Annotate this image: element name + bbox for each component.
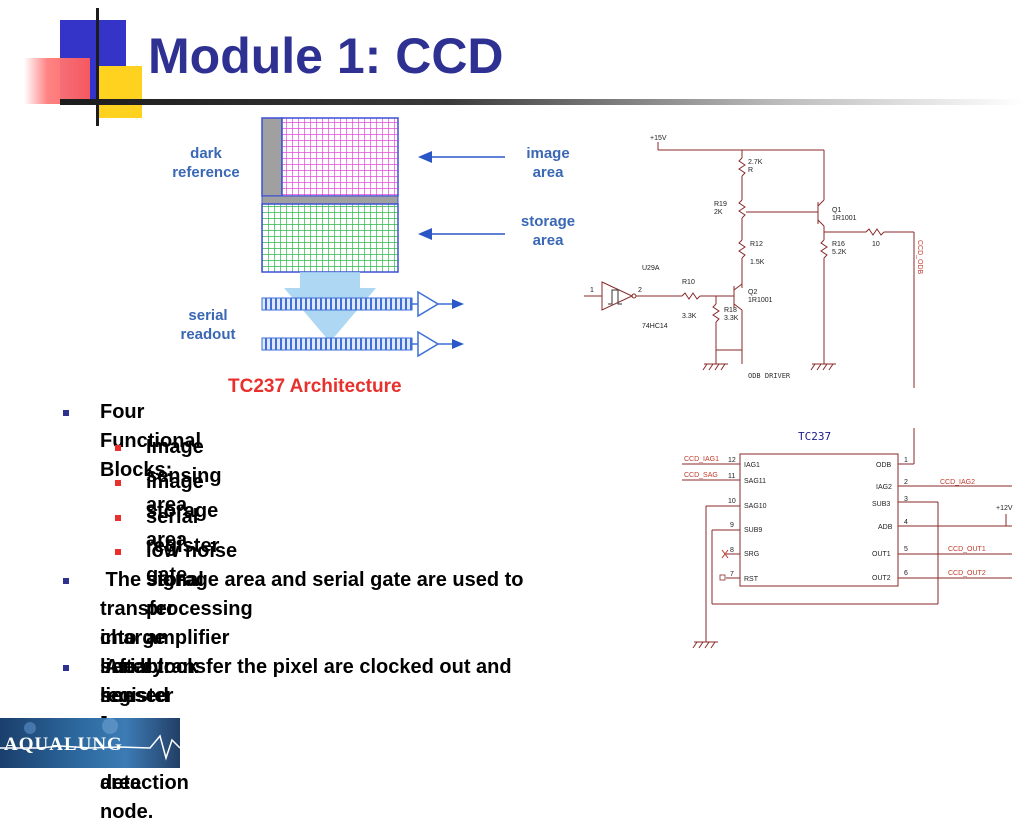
storage-area-label: storage area: [520, 213, 576, 249]
svg-text:4: 4: [904, 519, 908, 526]
sub-bullet-marker: [115, 445, 121, 451]
sub-bullet-4: low noise signal processing amplifier bl…: [146, 540, 253, 678]
bullet-storage-line-1: The storage area and serial gate are use…: [100, 569, 524, 591]
sub-bullet-marker: [115, 549, 121, 555]
serial-register-2: [261, 337, 413, 351]
svg-text:5: 5: [904, 546, 908, 553]
svg-text:Q2: Q2: [748, 289, 757, 296]
svg-text:CCD_ODB: CCD_ODB: [916, 240, 923, 275]
svg-text:CCD_IAG2: CCD_IAG2: [940, 479, 975, 486]
serial-readout-label: serial readout: [180, 307, 236, 343]
svg-text:CCD_OUT2: CCD_OUT2: [948, 570, 986, 577]
dark-reference-strip: [261, 117, 283, 197]
svg-text:1: 1: [590, 287, 594, 294]
svg-text:74HC14: 74HC14: [642, 323, 668, 330]
aqualung-logo: AQUALUNG: [0, 718, 180, 768]
svg-text:3: 3: [904, 496, 908, 503]
bullet-marker: [63, 665, 69, 671]
serial-register-1: [261, 297, 413, 311]
svg-text:2K: 2K: [714, 209, 723, 216]
sub-bullet-2: image storage area: [146, 471, 219, 551]
svg-text:3.3K: 3.3K: [682, 313, 697, 320]
svg-text:Q1: Q1: [832, 207, 841, 214]
bullet-marker: [63, 410, 69, 416]
bullet-four-blocks: Four Functional Blocks:: [100, 401, 202, 481]
svg-text:2.7K: 2.7K: [748, 159, 763, 166]
svg-text:10: 10: [728, 498, 736, 505]
svg-text:IAG1: IAG1: [744, 462, 760, 469]
svg-text:1.5K: 1.5K: [750, 259, 765, 266]
transfer-gate-strip: [261, 195, 399, 205]
architecture-caption: TC237 Architecture: [228, 376, 402, 397]
architecture-diagram: dark reference image area storage area s…: [160, 110, 610, 400]
svg-text:RST: RST: [744, 576, 759, 583]
svg-text:8: 8: [730, 547, 734, 554]
svg-text:SAG10: SAG10: [744, 503, 767, 510]
svg-text:U29A: U29A: [642, 265, 660, 272]
logo-wave-icon: [0, 718, 180, 761]
architecture-svg: [261, 117, 505, 358]
svg-text:R10: R10: [682, 279, 695, 286]
sub-bullet-marker: [115, 515, 121, 521]
svg-text:R19: R19: [714, 201, 727, 208]
svg-text:ADB: ADB: [878, 524, 893, 531]
odb-driver-schematic: +15V 2.7K R R19 2K Q1 1R1001 R12 1.5K R1…: [584, 135, 923, 388]
svg-text:ODB DRIVER: ODB DRIVER: [748, 372, 791, 380]
svg-text:OUT2: OUT2: [872, 575, 891, 582]
page-title: Module 1: CCD: [148, 28, 504, 84]
svg-text:R12: R12: [750, 241, 763, 248]
image-area-block: [281, 117, 399, 197]
svg-text:IAG2: IAG2: [876, 484, 892, 491]
title-vertical-line: [96, 8, 99, 126]
dark-reference-label: dark reference: [172, 145, 240, 181]
svg-text:OUT1: OUT1: [872, 551, 891, 558]
svg-text:2: 2: [638, 287, 642, 294]
deco-red-square: [24, 58, 90, 104]
sub-bullet-marker: [115, 480, 121, 486]
svg-text:1: 1: [904, 457, 908, 464]
svg-text:CCD_IAG1: CCD_IAG1: [684, 456, 719, 463]
svg-text:+12V: +12V: [996, 505, 1013, 512]
svg-text:SRG: SRG: [744, 551, 759, 558]
svg-text:1R1001: 1R1001: [832, 215, 857, 222]
svg-text:SUB9: SUB9: [744, 527, 762, 534]
output-amplifier-2: [417, 330, 440, 358]
svg-text:R18: R18: [724, 307, 737, 314]
svg-text:5.2K: 5.2K: [832, 249, 847, 256]
deco-yellow-square: [96, 66, 142, 118]
title-rule: [60, 99, 1024, 105]
bullet-storage-line-3: into serial register: [100, 627, 174, 707]
svg-text:6: 6: [904, 570, 908, 577]
svg-text:CCD_OUT1: CCD_OUT1: [948, 546, 986, 553]
tc237-label: TC237: [798, 430, 831, 443]
sub-bullet-3: serial register gate: [146, 506, 220, 586]
svg-text:3.3K: 3.3K: [724, 315, 739, 322]
svg-text:9: 9: [730, 522, 734, 529]
svg-text:11: 11: [728, 473, 735, 480]
bullet-marker: [63, 578, 69, 584]
logo-text: AQUALUNG: [4, 734, 123, 755]
svg-text:7: 7: [730, 571, 734, 578]
svg-text:10: 10: [872, 241, 880, 248]
output-amplifier-1: [417, 290, 440, 318]
svg-text:12: 12: [728, 457, 736, 464]
svg-text:ODB: ODB: [876, 462, 892, 469]
svg-text:1R1001: 1R1001: [748, 297, 773, 304]
sub-bullet-1: Image sensing area: [146, 436, 222, 516]
tc237-schematic: TC237 CCD_IAG1 12 IAG1 CCD_SAG 11 SAG11 …: [682, 428, 1013, 649]
svg-text:SAG11: SAG11: [744, 478, 766, 485]
svg-text:R16: R16: [832, 241, 845, 248]
tc237-chip: [739, 453, 899, 587]
svg-text:2: 2: [904, 479, 908, 486]
svg-text:SUB3: SUB3: [872, 501, 890, 508]
bullet-transfer-line-1: After transfer the pixel are clocked out…: [100, 656, 512, 678]
image-area-label: image area: [526, 145, 570, 181]
storage-area-block: [261, 203, 399, 273]
svg-text:R: R: [748, 167, 753, 174]
svg-text:CCD_SAG: CCD_SAG: [684, 472, 718, 479]
supply-15v-label: +15V: [650, 135, 667, 142]
